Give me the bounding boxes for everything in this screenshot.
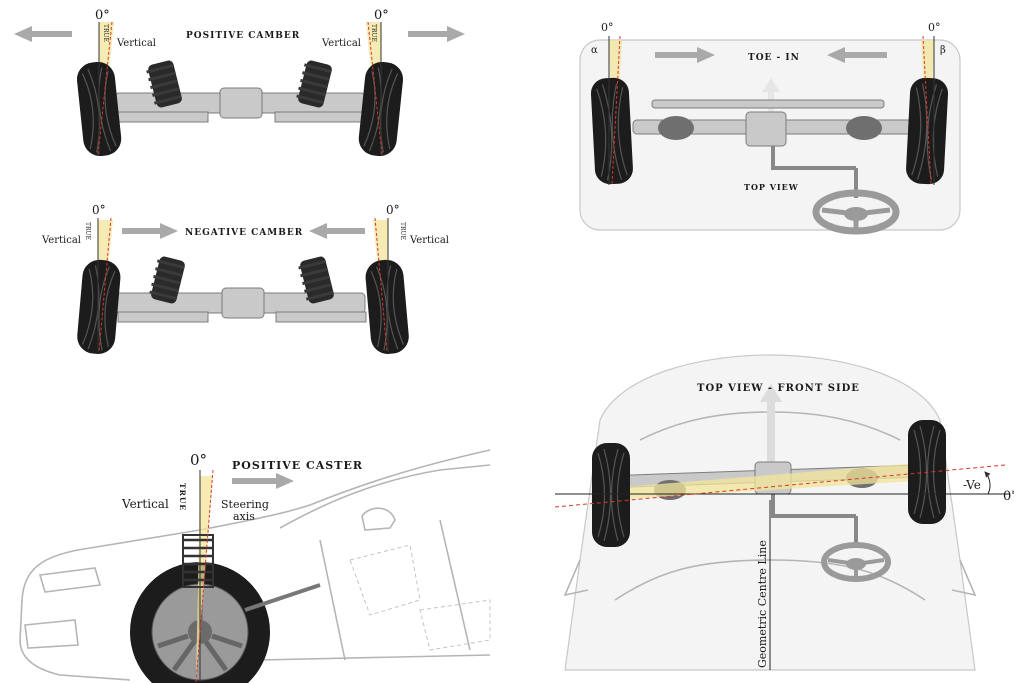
coil-spring-left xyxy=(149,256,185,304)
coil-spring-right xyxy=(296,60,332,108)
sill-line xyxy=(259,654,491,661)
wheel-left xyxy=(590,77,633,185)
wheel-left xyxy=(77,259,121,354)
windshield-line xyxy=(279,464,491,529)
coil-spring-right xyxy=(298,256,334,304)
positive-caster-panel: 0° POSITIVE CASTER Vertical TRUE Steerin… xyxy=(19,449,491,683)
positive-camber-title: POSITIVE CAMBER xyxy=(186,31,300,41)
camber-axis-right xyxy=(367,21,383,156)
true-label-right: TRUE xyxy=(370,24,377,42)
top-view-label: TOP VIEW xyxy=(744,182,799,192)
steering-axis-label-2: axis xyxy=(233,510,255,523)
steering-axis-line xyxy=(195,469,214,683)
caster-arrow xyxy=(232,473,294,489)
differential-housing xyxy=(221,287,265,319)
true-label-left: TRUE xyxy=(102,24,109,42)
vertical-label-left: Vertical xyxy=(41,235,81,246)
true-label-left: TRUE xyxy=(84,222,91,240)
fog-light xyxy=(24,619,79,649)
positive-caster-title: POSITIVE CASTER xyxy=(232,459,363,472)
outward-arrow-left xyxy=(14,26,72,42)
angle-label-right: 0° xyxy=(374,8,389,23)
coil-spring-left xyxy=(146,60,182,108)
steering-gearbox xyxy=(745,111,787,147)
angle-label-left: 0° xyxy=(95,8,110,23)
outward-arrow-right xyxy=(408,26,465,42)
toe-arrow-right xyxy=(827,47,887,63)
positive-camber-panel: 0° Vertical TRUE 0° Vertical TRUE POSITI… xyxy=(14,8,465,157)
true-label-right: TRUE xyxy=(399,222,406,240)
vertical-label-right: Vertical xyxy=(321,38,361,49)
angle-label-right: 0° xyxy=(386,203,400,217)
forward-arrow xyxy=(762,78,780,112)
geometric-centre-line-label: Geometric Centre Line xyxy=(756,540,769,668)
angle-label-left: 0° xyxy=(601,21,614,34)
toe-arrow-left xyxy=(655,47,715,63)
steering-wheel xyxy=(812,189,900,235)
car-hood-line xyxy=(21,449,491,601)
angle-label-right: 0° xyxy=(928,21,941,34)
hidden-steering-outline xyxy=(349,544,421,616)
camber-axis-left xyxy=(98,217,112,353)
thrust-line xyxy=(554,464,1006,508)
angle-label-left: 0° xyxy=(92,203,106,217)
inward-arrow-right xyxy=(309,223,365,239)
wheel-right xyxy=(365,259,409,354)
negative-camber-panel: 0° Vertical TRUE 0° Vertical TRUE NEGATI… xyxy=(41,203,449,354)
wheel-left xyxy=(592,443,630,547)
forward-arrow xyxy=(760,384,782,470)
caster-angle-label: 0° xyxy=(190,451,207,469)
wheel-right xyxy=(906,77,949,185)
caster-vertical-label: Vertical xyxy=(121,497,169,511)
inward-arrow-left xyxy=(122,223,178,239)
lower-arm-right xyxy=(275,311,367,323)
lower-arm-right xyxy=(274,111,366,123)
steering-axis-label-1: Steering xyxy=(221,498,269,511)
drive-shaft xyxy=(244,583,321,612)
toe-in-title: TOE - IN xyxy=(748,53,800,63)
camber-axis-left xyxy=(97,21,113,156)
thrust-band xyxy=(610,462,930,500)
front-bumper-line xyxy=(19,599,131,681)
zero-label: 0' xyxy=(1003,489,1015,504)
steering-rack xyxy=(651,99,885,109)
vertical-label-left: Vertical xyxy=(116,38,156,49)
ve-angle-arc xyxy=(984,471,991,495)
steering-wheel xyxy=(821,542,891,582)
lower-arm-left xyxy=(117,311,209,323)
ve-label: -Ve xyxy=(963,478,981,492)
side-mirror xyxy=(361,507,396,531)
alpha-label: α xyxy=(591,45,598,56)
differential-housing xyxy=(219,87,263,119)
thrust-panel-title: TOP VIEW - FRONT SIDE xyxy=(697,383,860,394)
negative-camber-title: NEGATIVE CAMBER xyxy=(185,228,303,238)
hidden-mechanism-outline xyxy=(419,599,491,651)
caster-true-label: TRUE xyxy=(178,483,187,511)
headlight xyxy=(38,567,102,593)
boot-left xyxy=(658,116,694,140)
mirror-contours xyxy=(563,559,977,597)
camber-axis-right xyxy=(374,217,388,353)
boot-right xyxy=(846,116,882,140)
toe-in-panel: 0° α 0° β TOE - IN TOP VIEW xyxy=(579,21,961,235)
beta-label: β xyxy=(940,45,946,56)
thrust-angle-panel: TOP VIEW - FRONT SIDE -Ve 0' Geometric C… xyxy=(554,354,1015,671)
door-lines xyxy=(319,519,471,661)
strut-spring xyxy=(182,534,214,588)
vertical-label-right: Vertical xyxy=(409,235,449,246)
lower-arm-left xyxy=(117,111,209,123)
